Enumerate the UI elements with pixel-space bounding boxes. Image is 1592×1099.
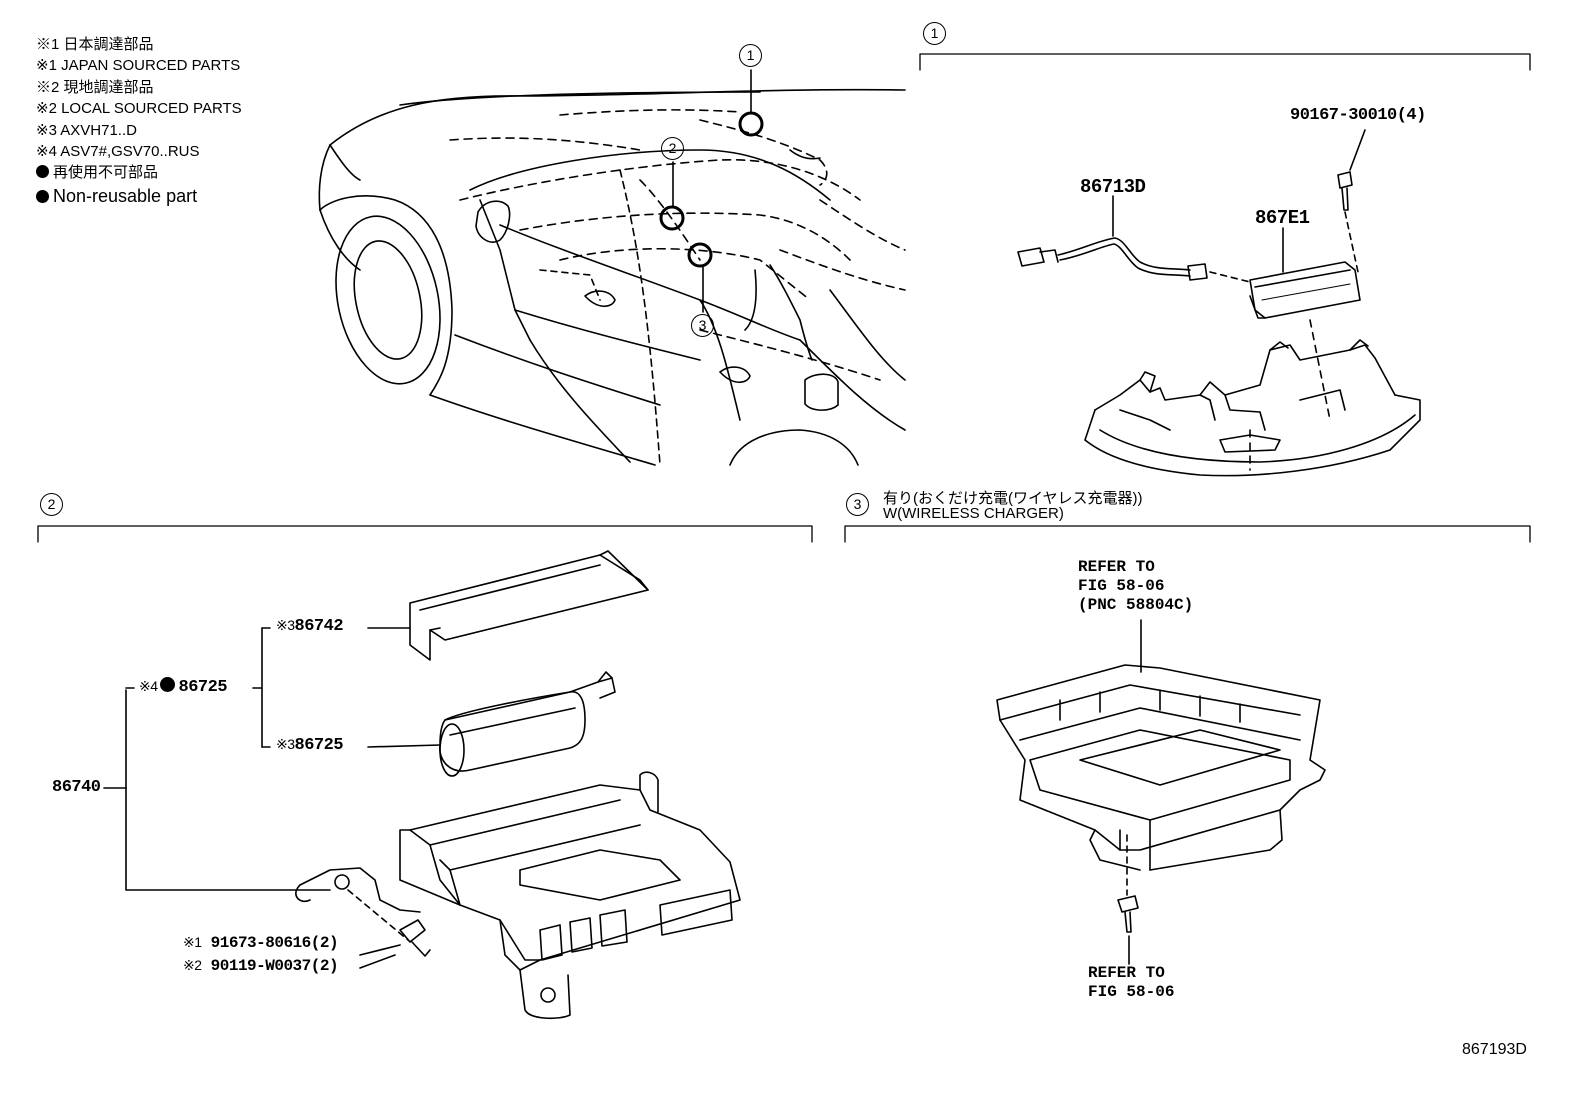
part-label-91673-80616[interactable]: ※1 91673-80616(2) xyxy=(183,934,339,952)
figure-id: 867193D xyxy=(1462,1041,1527,1058)
refer-line-2: FIG 58-06 xyxy=(1088,983,1175,1001)
legend-line-5: ※3 AXVH71..D xyxy=(36,121,137,139)
legend-line-8-text: Non-reusable part xyxy=(53,185,198,206)
note-marker: ※2 xyxy=(183,957,202,973)
note-marker: ※3 xyxy=(276,736,295,752)
refer-line-3: (PNC 58804C) xyxy=(1078,596,1194,614)
legend-line-7: 再使用不可部品 xyxy=(36,162,242,183)
refer-to-bottom[interactable]: REFER TO FIG 58-06 xyxy=(1088,964,1174,1002)
part-label-867E1[interactable]: 867E1 xyxy=(1255,207,1310,229)
part-label-86725[interactable]: ※386725 xyxy=(276,736,344,755)
vehicle-overview-drawing xyxy=(318,69,906,466)
refer-line-1: REFER TO xyxy=(1088,964,1165,982)
section-3-marker: 3 xyxy=(846,493,869,516)
legend-line-6: ※4 ASV7#,GSV70..RUS xyxy=(36,143,200,161)
part-label-86742[interactable]: ※386742 xyxy=(276,617,344,636)
note-marker: ※4 xyxy=(139,678,158,694)
non-reusable-dot-icon xyxy=(36,189,49,203)
section-3-title-jp: 有り(おくだけ充電(ワイヤレス充電器)) xyxy=(883,490,1143,507)
legend-line-3: ※2 現地調達部品 xyxy=(36,78,154,96)
part-number: 86725 xyxy=(178,678,228,697)
overview-callout-1[interactable]: 1 xyxy=(739,44,762,67)
legend-line-8: Non-reusable part xyxy=(36,184,242,209)
non-reusable-dot-icon xyxy=(159,677,175,692)
part-number: 91673-80616(2) xyxy=(210,934,339,952)
part-label-90167-30010[interactable]: 90167-30010(4) xyxy=(1290,106,1426,125)
part-label-90119-W0037[interactable]: ※2 90119-W0037(2) xyxy=(183,957,339,975)
overview-callout-3[interactable]: 3 xyxy=(691,314,714,337)
section1-drawing xyxy=(1017,129,1421,477)
note-marker: ※3 xyxy=(276,617,295,633)
legend-line-2: ※1 JAPAN SOURCED PARTS xyxy=(36,57,241,75)
part-label-86740[interactable]: 86740 xyxy=(52,778,101,797)
section-2-marker: 2 xyxy=(40,493,63,516)
non-reusable-dot-icon xyxy=(36,165,49,179)
section-brackets xyxy=(37,53,1531,543)
refer-to-top[interactable]: REFER TO FIG 58-06 (PNC 58804C) xyxy=(1078,558,1193,615)
section-1-marker: 1 xyxy=(923,22,946,45)
refer-line-1: REFER TO xyxy=(1078,558,1155,576)
overview-callout-2[interactable]: 2 xyxy=(661,137,684,160)
legend-line-4: ※2 LOCAL SOURCED PARTS xyxy=(36,100,242,118)
part-number: 86725 xyxy=(294,736,344,755)
section2-drawing xyxy=(103,550,741,1020)
legend-line-1: ※1 日本調達部品 xyxy=(36,36,154,53)
part-label-86725-non-reusable[interactable]: ※4 86725 xyxy=(139,677,228,697)
part-number: 90119-W0037(2) xyxy=(210,957,339,975)
section3-drawing xyxy=(996,619,1326,965)
section-3-title-en: W(WIRELESS CHARGER) xyxy=(883,505,1064,522)
legend: ※1 日本調達部品 ※1 JAPAN SOURCED PARTS ※2 現地調達… xyxy=(36,34,242,209)
refer-line-2: FIG 58-06 xyxy=(1078,577,1165,595)
part-label-86713D[interactable]: 86713D xyxy=(1080,176,1146,198)
part-number: 86742 xyxy=(294,617,344,636)
legend-line-7-text: 再使用不可部品 xyxy=(53,164,159,182)
note-marker: ※1 xyxy=(183,934,202,950)
